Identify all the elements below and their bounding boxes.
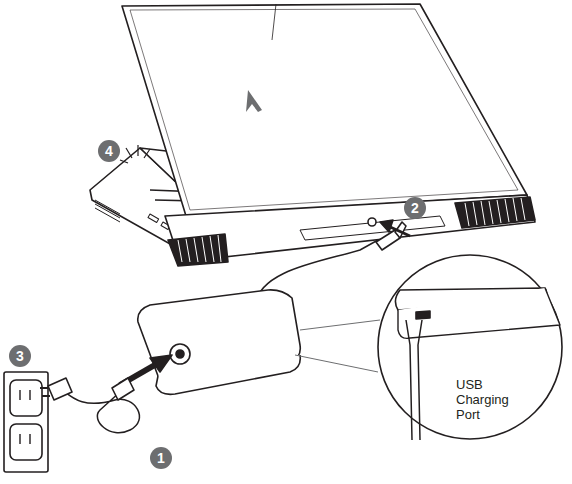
callout-number: 2 bbox=[404, 197, 426, 219]
callout-number: 4 bbox=[98, 140, 120, 162]
callout-number: 3 bbox=[9, 345, 31, 367]
callout-number: 1 bbox=[150, 447, 172, 469]
part-label: USB Charging Port bbox=[456, 377, 520, 422]
